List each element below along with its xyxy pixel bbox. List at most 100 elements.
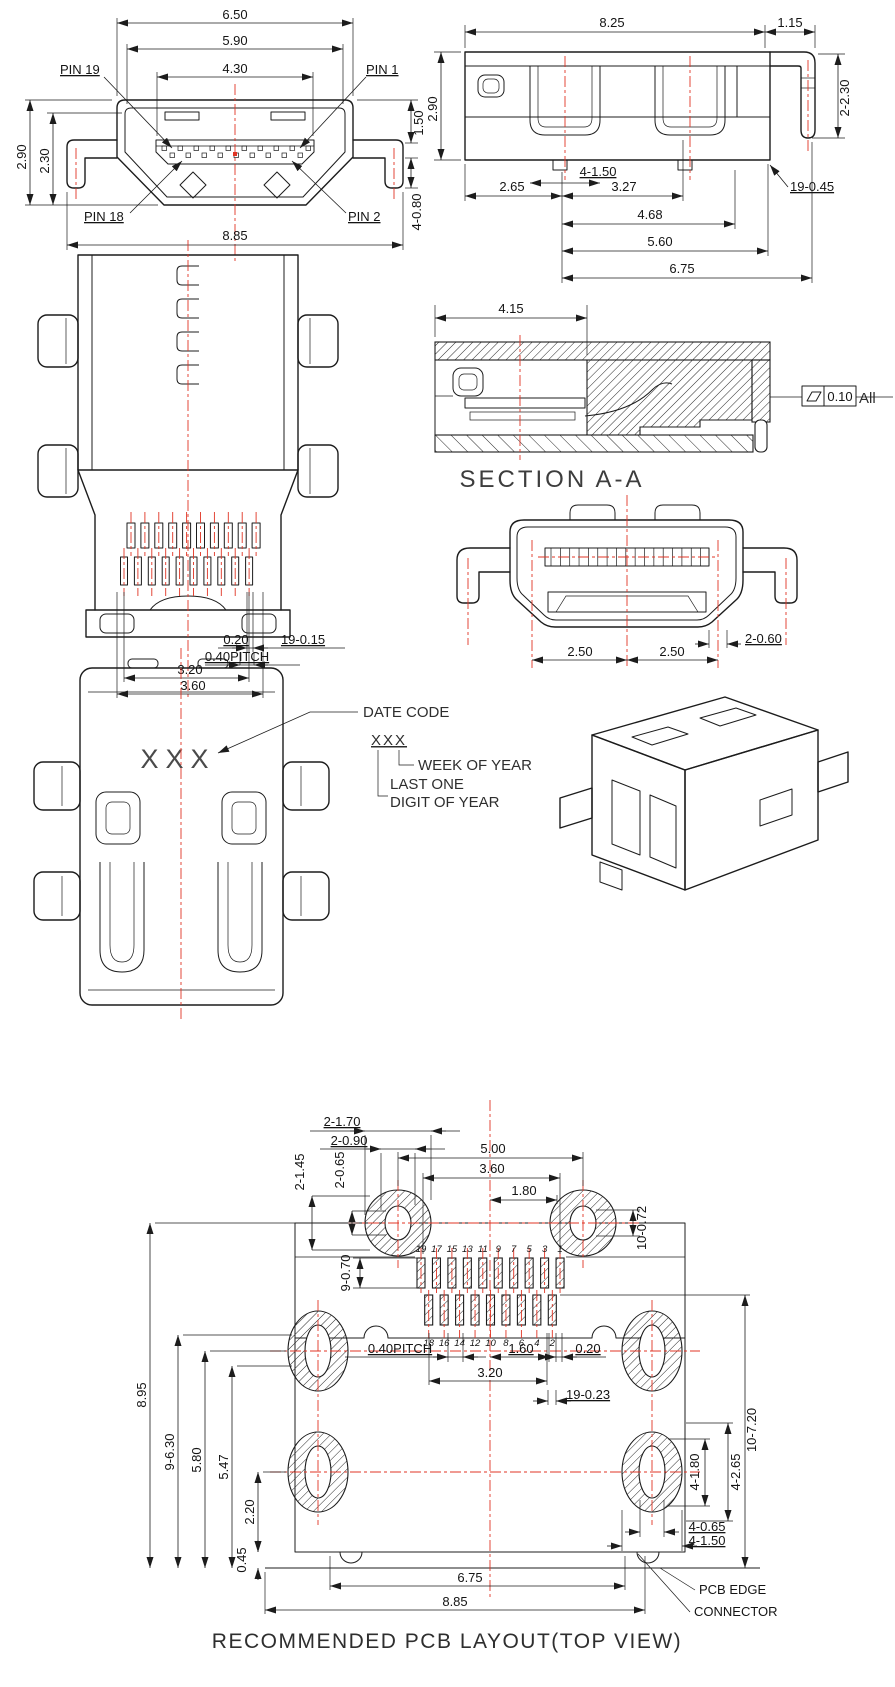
pin-number-label: 13 — [462, 1244, 473, 1255]
pcb-edge-label: PCB EDGE — [699, 1582, 767, 1597]
pin-number-label: 4 — [534, 1338, 539, 1349]
dim-040pitch-pcb: 0.40PITCH — [368, 1341, 432, 1356]
section-view: 4.15 0.10 All SECTION A-A — [434, 301, 893, 493]
pin-number-label: 16 — [439, 1338, 450, 1349]
pin19-label: PIN 19 — [60, 62, 100, 77]
week-of-year-label: WEEK OF YEAR — [418, 757, 532, 774]
dim-468: 4.68 — [637, 207, 662, 222]
dim-180: 1.80 — [511, 1183, 536, 1198]
dim-160: 1.60 — [508, 1341, 533, 1356]
flatness-symbol-icon — [806, 391, 822, 402]
dim-020-pcb: 0.20 — [575, 1341, 600, 1356]
dim-4-180: 4-1.80 — [687, 1454, 702, 1491]
dim-115: 1.15 — [777, 15, 802, 30]
rear-leg-left — [456, 547, 511, 604]
pin-number-label: 12 — [470, 1338, 481, 1349]
marking-code: XXX — [140, 744, 215, 774]
pcb-inner-edge — [295, 1325, 685, 1339]
dim-360-pcb: 3.60 — [479, 1161, 504, 1176]
dim-2-065: 2-0.65 — [332, 1152, 347, 1189]
pcb-edge-leader — [659, 1567, 696, 1591]
side-foot-2 — [677, 159, 693, 171]
iso-lug-right — [817, 751, 849, 793]
rear-top-bump-left — [569, 504, 616, 520]
iso-front-slot-1 — [611, 779, 641, 856]
bottom-hook — [176, 331, 199, 352]
rear-view: 2.50 2.50 2-0.60 — [456, 495, 798, 668]
iso-front-slot-2 — [649, 794, 677, 869]
section-dimple — [452, 367, 484, 397]
dim-885: 8.85 — [222, 228, 247, 243]
dim-4-080: 4-0.80 — [409, 194, 424, 231]
pin-number-label: 14 — [454, 1338, 465, 1349]
front-contact — [241, 145, 247, 151]
bottom-shoulder-left — [77, 469, 96, 611]
dim-327: 3.27 — [611, 179, 636, 194]
pcb-layout-title: RECOMMENDED PCB LAYOUT(TOP VIEW) — [212, 1630, 682, 1653]
dim-560: 5.60 — [647, 234, 672, 249]
bottom-tab-left-2 — [37, 444, 79, 498]
dim-10-720: 10-7.20 — [744, 1408, 759, 1452]
front-contact — [193, 145, 199, 151]
front-contact — [257, 145, 263, 151]
bottom-latch-hooks — [176, 265, 199, 385]
side-bent-pin — [769, 51, 816, 139]
iso-front-face — [591, 734, 686, 891]
marking-tab-left-2 — [33, 871, 81, 921]
front-contact — [161, 145, 167, 151]
pcb-connector-bottom — [295, 1551, 685, 1564]
side-view: 8.25 1.15 2.90 2-2.30 19-0.45 4-1.50 2.6… — [425, 15, 852, 283]
dim-500: 5.00 — [480, 1141, 505, 1156]
rear-body-inner — [516, 526, 737, 621]
date-code-leader — [217, 711, 358, 754]
iso-side-notch — [759, 788, 793, 827]
dim-290: 2.90 — [14, 144, 29, 169]
front-contact — [209, 145, 215, 151]
pin-number-label: 6 — [519, 1338, 525, 1349]
dim-045: 0.45 — [234, 1547, 249, 1572]
dim-020: 0.20 — [223, 632, 248, 647]
dim-4-065: 4-0.65 — [689, 1519, 726, 1534]
side-slot-1 — [529, 66, 601, 136]
digit-of-year-label: DIGIT OF YEAR — [390, 794, 500, 811]
dim-150: 1.50 — [411, 110, 426, 135]
bottom-hook — [176, 298, 199, 319]
dim-040pitch: 0.40PITCH — [205, 649, 269, 664]
front-view: 6.50 5.90 4.30 8.85 2.90 2.30 1.50 4-0.8… — [14, 7, 426, 262]
dim-885-pcb: 8.85 — [442, 1594, 467, 1609]
front-latch-right — [263, 171, 291, 199]
pin-number-label: 19 — [416, 1244, 427, 1255]
iso-top-slot-2 — [699, 707, 757, 727]
dim-290-side: 2.90 — [425, 96, 440, 121]
dim-2-145: 2-1.45 — [292, 1154, 307, 1191]
front-contact — [265, 152, 271, 158]
dim-220: 2.20 — [242, 1499, 257, 1524]
dim-650: 6.50 — [222, 7, 247, 22]
iso-top-face — [591, 696, 819, 771]
dim-19-023: 19-0.23 — [566, 1387, 610, 1402]
dim-590: 5.90 — [222, 33, 247, 48]
front-contact — [297, 152, 303, 158]
marking-tab-right-1 — [282, 761, 330, 811]
section-core — [586, 359, 753, 436]
marking-window-right — [221, 791, 267, 845]
bottom-foot-right — [241, 613, 277, 634]
front-contact — [201, 152, 207, 158]
dim-547: 5.47 — [216, 1454, 231, 1479]
pin-number-label: 10 — [485, 1338, 496, 1349]
pin1-label: PIN 1 — [366, 62, 399, 77]
dim-675: 6.75 — [669, 261, 694, 276]
front-top-slot-left — [164, 111, 200, 121]
pin-number-label: 2 — [549, 1338, 556, 1349]
side-foot-1 — [552, 159, 568, 171]
front-leg-left — [66, 139, 118, 189]
dim-4-265: 4-2.65 — [728, 1454, 743, 1491]
bottom-tab-left-1 — [37, 314, 79, 368]
dim-10-072: 10-0.72 — [634, 1206, 649, 1250]
iso-side-face — [684, 729, 819, 891]
side-body — [464, 51, 771, 161]
front-contact — [169, 152, 175, 158]
dim-895: 8.95 — [134, 1382, 149, 1407]
date-code-value: XXX — [371, 732, 407, 749]
